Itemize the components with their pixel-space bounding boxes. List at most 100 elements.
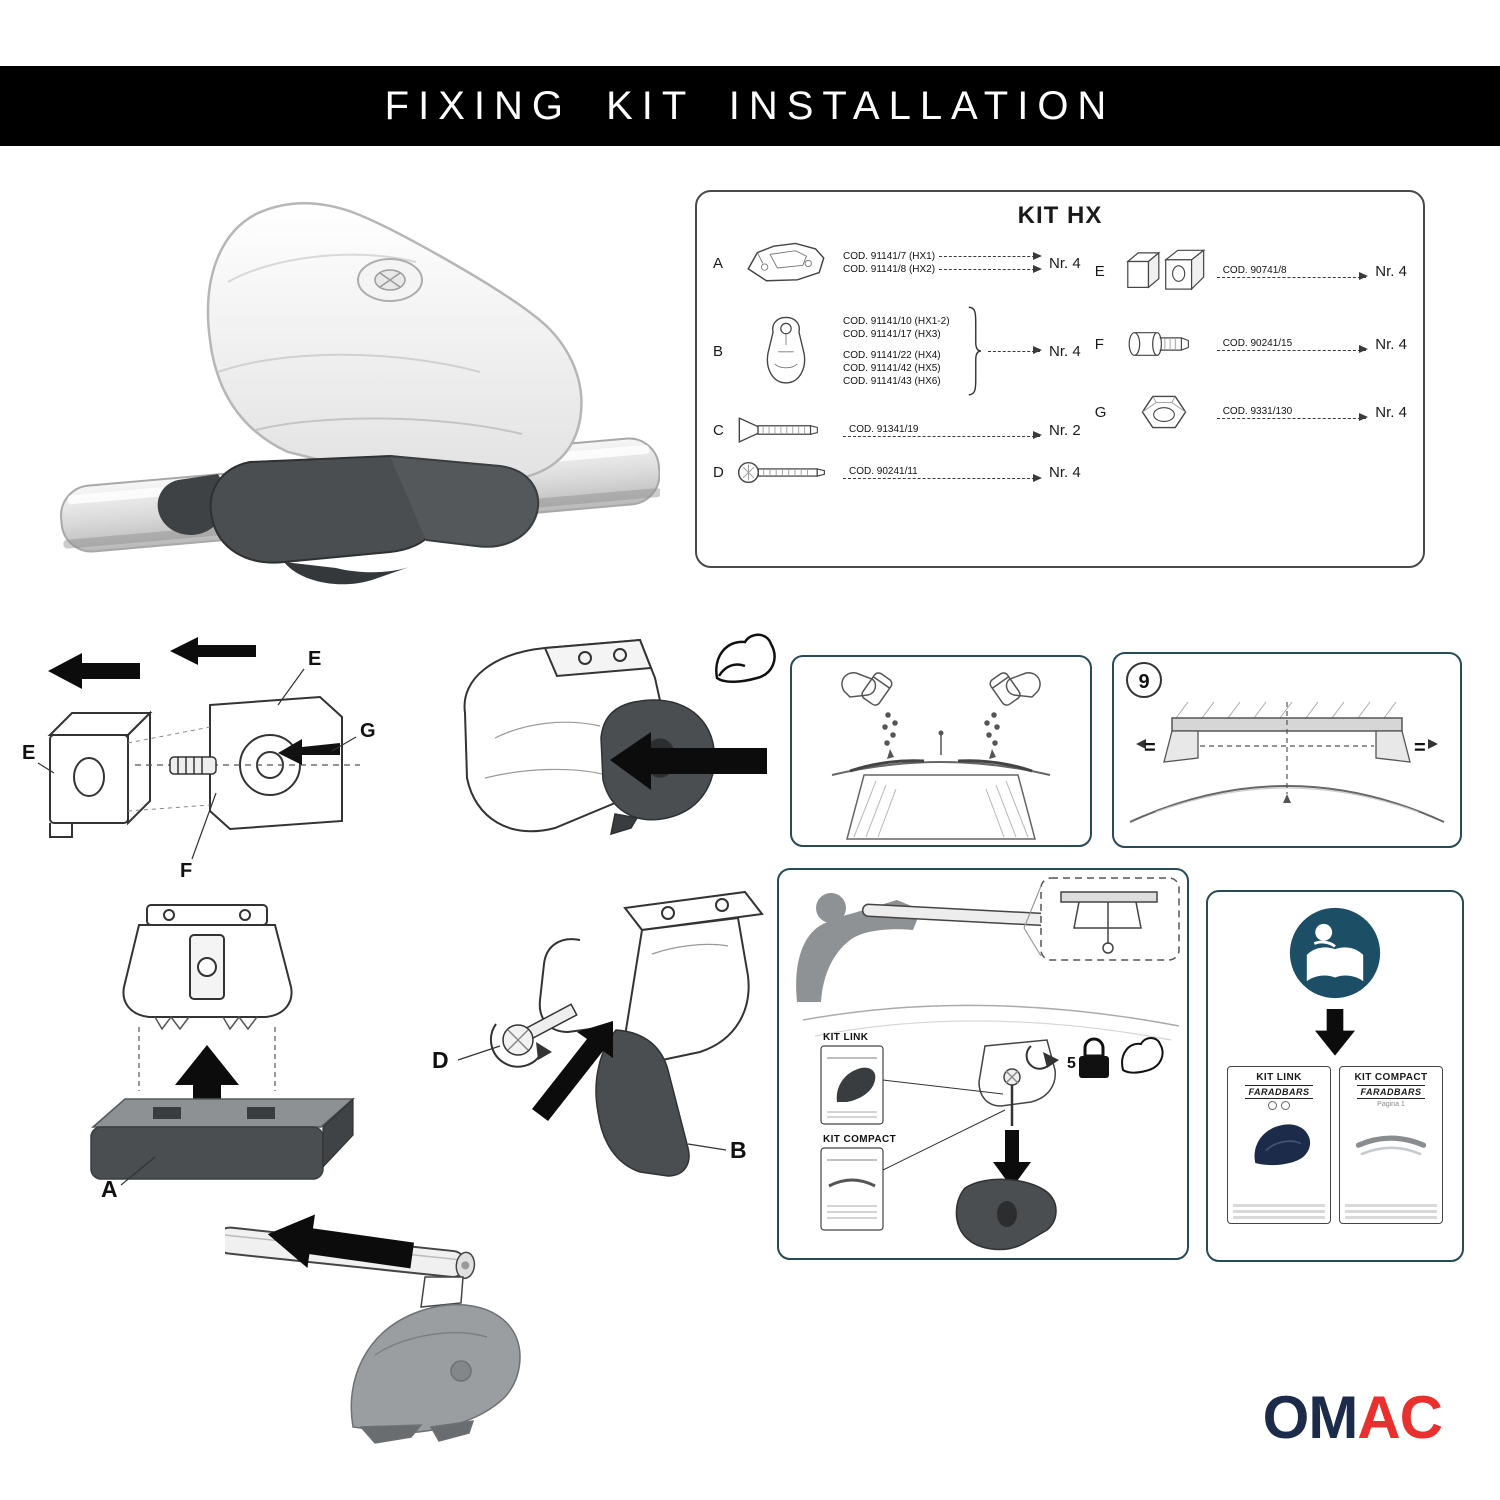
up-right-arrow-icon bbox=[532, 1021, 613, 1121]
logo-om: OM bbox=[1262, 1384, 1359, 1451]
kit-part-row-a: A COD. 91141/7 (HX1) bbox=[713, 238, 1081, 288]
part-b-bracket-icon bbox=[736, 313, 836, 389]
kit-link-thumbnail bbox=[820, 1045, 884, 1125]
part-code: COD. 90241/15 bbox=[1222, 337, 1293, 349]
parts-table-graphic bbox=[1233, 1204, 1325, 1219]
clamp-block-left bbox=[47, 710, 153, 838]
part-code: COD. 91341/19 bbox=[849, 423, 919, 435]
part-letter: F bbox=[1094, 335, 1104, 353]
clamp-detail-inset bbox=[1060, 891, 1158, 954]
manual-cover-kit-compact: KIT COMPACT FARADBARS Pagina 1 bbox=[1339, 1066, 1443, 1224]
padlock-icon bbox=[1079, 1037, 1109, 1078]
equal-sign: = bbox=[1414, 737, 1426, 759]
part-quantity: Nr. 4 bbox=[1049, 342, 1081, 360]
left-arrow-icon bbox=[170, 637, 256, 665]
hero-illustration bbox=[60, 162, 660, 612]
roof-rack-foot-render-icon bbox=[60, 202, 660, 585]
part-quantity: Nr. 4 bbox=[1375, 262, 1407, 280]
foot-silhouette bbox=[350, 1304, 521, 1444]
part-code: COD. 91141/43 (HX6) bbox=[843, 375, 941, 387]
part-a-base-plate-icon bbox=[736, 238, 836, 288]
part-quantity: Nr. 4 bbox=[1049, 254, 1081, 272]
label-f: F bbox=[180, 860, 192, 882]
down-arrow-icon bbox=[1310, 1009, 1360, 1064]
title-banner: FIXING KIT INSTALLATION bbox=[0, 66, 1500, 146]
kit-part-row-e: E COD. 90741/8 Nr. 4 bbox=[1095, 246, 1407, 296]
label-b: B bbox=[730, 1137, 747, 1163]
kit-link-label: KIT LINK bbox=[823, 1032, 869, 1043]
clamp-block-right bbox=[209, 695, 343, 831]
kit-compact-label: KIT COMPACT bbox=[823, 1134, 896, 1145]
faradbars-logo: FARADBARS bbox=[1357, 1085, 1425, 1099]
part-code: COD. 91141/7 (HX1) bbox=[843, 251, 936, 262]
part-quantity: Nr. 2 bbox=[1049, 421, 1081, 439]
logo-ac: AC bbox=[1357, 1384, 1443, 1451]
manual-cover-kit-link: KIT LINK FARADBARS bbox=[1227, 1066, 1331, 1224]
kit-compact-thumbnail bbox=[820, 1147, 884, 1231]
left-arrow-icon bbox=[267, 1214, 415, 1269]
crossbar-foot-left bbox=[1163, 730, 1199, 763]
part-code: COD. 90741/8 bbox=[1222, 264, 1287, 276]
dashed-arrow bbox=[843, 431, 1042, 439]
label-e: E bbox=[22, 742, 35, 764]
dark-leg bbox=[595, 1029, 690, 1177]
foot-on-rail bbox=[978, 1039, 1056, 1126]
kit-parts-box: KIT HX A COD. 91141/7 (HX1) bbox=[695, 190, 1425, 568]
base-pad bbox=[90, 1097, 355, 1180]
torque-value: 5 bbox=[1067, 1055, 1076, 1072]
part-letter: E bbox=[1094, 262, 1105, 280]
crossbar-foot-right bbox=[1375, 730, 1411, 763]
page-title: FIXING KIT INSTALLATION bbox=[384, 83, 1116, 128]
part-quantity: Nr. 4 bbox=[1375, 335, 1407, 353]
kit-part-row-c: C C bbox=[713, 414, 1081, 446]
roof-prep-box bbox=[790, 655, 1092, 847]
label-g: G bbox=[360, 720, 376, 742]
part-code: COD. 91141/8 (HX2) bbox=[843, 264, 936, 275]
label-d: D bbox=[432, 1047, 449, 1073]
part-letter: A bbox=[713, 254, 724, 272]
part-code: COD. 9331/130 bbox=[1222, 405, 1293, 417]
end-bracket bbox=[420, 1276, 464, 1308]
part-c-bolt-icon bbox=[736, 414, 836, 446]
manual-title: KIT LINK bbox=[1256, 1072, 1302, 1083]
omac-logo: OMAC bbox=[1263, 1388, 1443, 1448]
pagina-label: Pagina 1 bbox=[1377, 1101, 1405, 1108]
read-manual-icon bbox=[1288, 906, 1382, 1005]
exploded-clamp-diagram: E G F E bbox=[20, 625, 400, 890]
brace-graphic bbox=[967, 301, 981, 401]
bolt-graphic bbox=[169, 756, 217, 775]
magnifier-inset bbox=[1040, 877, 1180, 961]
kit-part-row-b: B COD. 91141/10 (HX1-2) COD. 91141/17 (H… bbox=[713, 301, 1081, 401]
step-number: 9 bbox=[1138, 671, 1149, 693]
screw-graphic bbox=[502, 1003, 578, 1056]
kit-part-row-f: F COD. 90241/15 bbox=[1095, 326, 1407, 362]
kit-title: KIT HX bbox=[1017, 202, 1103, 229]
left-arrow-icon bbox=[48, 653, 140, 689]
cert-badges bbox=[1268, 1101, 1290, 1110]
left-arrow-icon bbox=[610, 732, 767, 790]
small-arrow-icon bbox=[278, 739, 340, 765]
hand-sprinkle-right-icon bbox=[984, 672, 1041, 759]
down-arrow-icon bbox=[993, 1130, 1031, 1188]
part-quantity: Nr. 4 bbox=[1049, 464, 1081, 481]
part-code: COD. 91141/17 (HX3) bbox=[843, 328, 941, 340]
dashed-arrow bbox=[1216, 345, 1368, 353]
roof-rail-left bbox=[849, 759, 925, 773]
part-f-stud-icon bbox=[1118, 326, 1210, 362]
step-9-box: 9 = = bbox=[1112, 652, 1462, 848]
foot-clamp-diagram bbox=[405, 618, 785, 883]
part-code: COD. 91141/10 (HX1-2) bbox=[843, 315, 950, 327]
dashed-arrow bbox=[1216, 413, 1368, 421]
parts-table-graphic bbox=[1345, 1204, 1437, 1219]
hand-sprinkle-left-icon bbox=[841, 672, 898, 759]
faradbars-logo: FARADBARS bbox=[1245, 1085, 1313, 1099]
part-g-nut-icon bbox=[1118, 392, 1210, 432]
part-code: COD. 91141/22 (HX4) bbox=[843, 349, 941, 361]
dashed-arrow bbox=[843, 473, 1042, 482]
part-letter: D bbox=[713, 464, 724, 481]
dashed-arrow bbox=[939, 264, 1042, 273]
foot-to-base-diagram: A bbox=[55, 895, 360, 1200]
muscle-arm-icon bbox=[1121, 1037, 1164, 1074]
part-e-clamp-blocks-icon bbox=[1118, 246, 1210, 296]
foot-upper-assembly bbox=[538, 890, 764, 1062]
